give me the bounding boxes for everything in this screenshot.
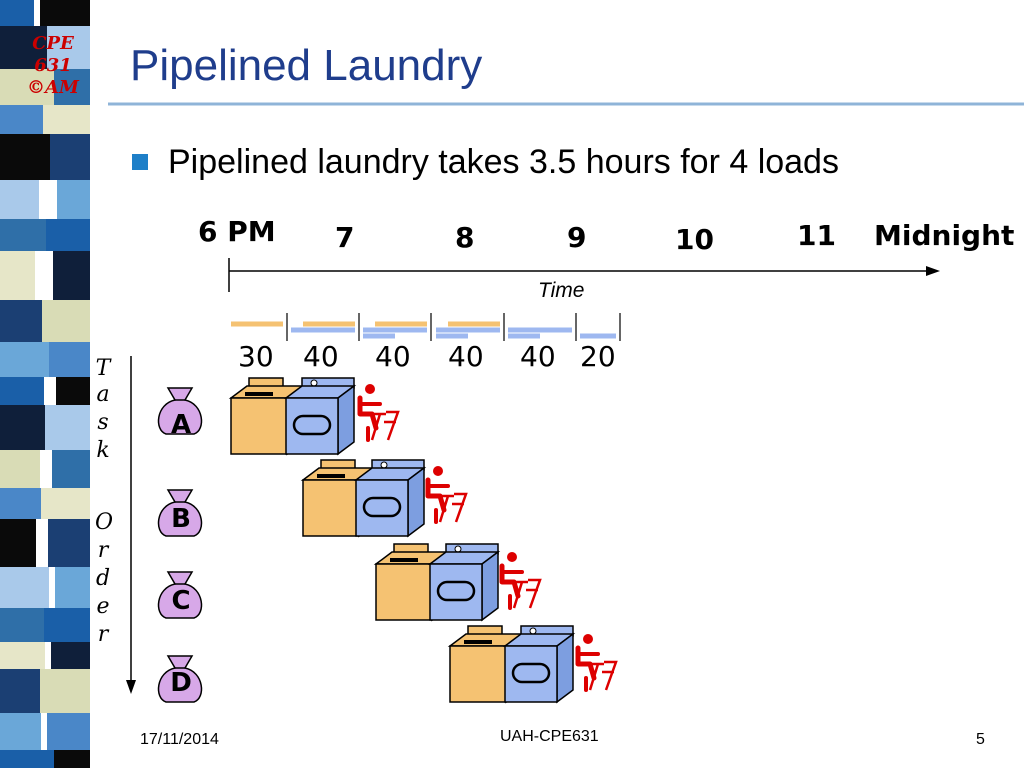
duration-label: 40 (448, 340, 484, 373)
task-order-arrowhead (126, 680, 136, 694)
task-c-row (157, 542, 540, 622)
task-order-letter: T (95, 356, 111, 381)
task-label-a: A (170, 410, 192, 440)
page-title: Pipelined Laundry (130, 41, 483, 90)
duration-label: 20 (580, 340, 616, 373)
task-order-letter: k (96, 438, 110, 463)
time-tick-label: Midnight (874, 219, 1015, 252)
duration-label: 30 (238, 340, 274, 373)
bullet-text: Pipelined laundry takes 3.5 hours for 4 … (168, 143, 839, 181)
task-label-b: B (171, 504, 191, 534)
folding-person-icon (428, 466, 466, 522)
footer-date: 17/11/2014 (140, 731, 219, 748)
task-d-row (157, 624, 616, 704)
course-logo: CPE 631 ©AM (22, 33, 84, 99)
logo-line: CPE (32, 33, 74, 54)
page-number: 5 (976, 731, 985, 748)
duration-label: 40 (520, 340, 556, 373)
stage-markers (231, 313, 621, 341)
time-axis-label: Time (538, 279, 585, 302)
folding-person-icon (502, 552, 540, 608)
time-tick-label: 6 PM (198, 215, 276, 248)
task-order-letter: r (97, 622, 109, 647)
task-label-d: D (170, 668, 192, 698)
task-label-c: C (171, 586, 191, 616)
task-order-letter: O (95, 510, 114, 535)
logo-line: ©AM (27, 77, 79, 98)
time-tick-label: 8 (455, 221, 475, 254)
task-order-letter: d (95, 566, 111, 591)
duration-label: 40 (375, 340, 411, 373)
folding-person-icon (360, 384, 398, 440)
decorative-strip (0, 0, 97, 768)
folding-person-icon (578, 634, 616, 690)
time-axis (228, 258, 940, 292)
time-tick-label: 7 (335, 221, 355, 254)
time-axis-arrow (926, 266, 940, 276)
logo-line: 631 (34, 55, 72, 76)
bullet-square-icon (132, 154, 148, 170)
task-order-letter: a (96, 382, 110, 407)
time-tick-label: 9 (567, 221, 587, 254)
task-order-letter: s (97, 410, 109, 435)
time-tick-label: 10 (675, 223, 714, 256)
task-order-letter: e (96, 594, 110, 619)
footer-course: UAH-CPE631 (500, 728, 599, 745)
task-order-arrow (126, 356, 136, 694)
duration-label: 40 (303, 340, 339, 373)
time-tick-label: 11 (797, 219, 836, 252)
task-order-letter: r (97, 538, 109, 563)
